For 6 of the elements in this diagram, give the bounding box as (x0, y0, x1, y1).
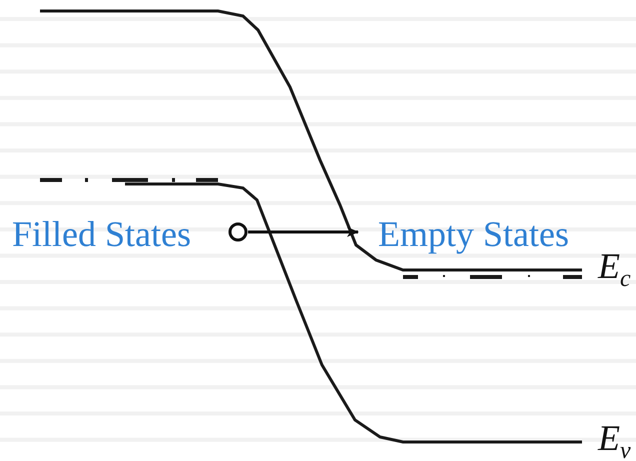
electron-circle (228, 222, 248, 242)
band-edge-label: E$_{v}$ (598, 420, 631, 461)
state-label: Filled States (12, 216, 191, 252)
state-label: Empty States (378, 216, 569, 252)
arrow (248, 227, 359, 237)
band-edge-label: E$_{c}$ (598, 248, 631, 291)
